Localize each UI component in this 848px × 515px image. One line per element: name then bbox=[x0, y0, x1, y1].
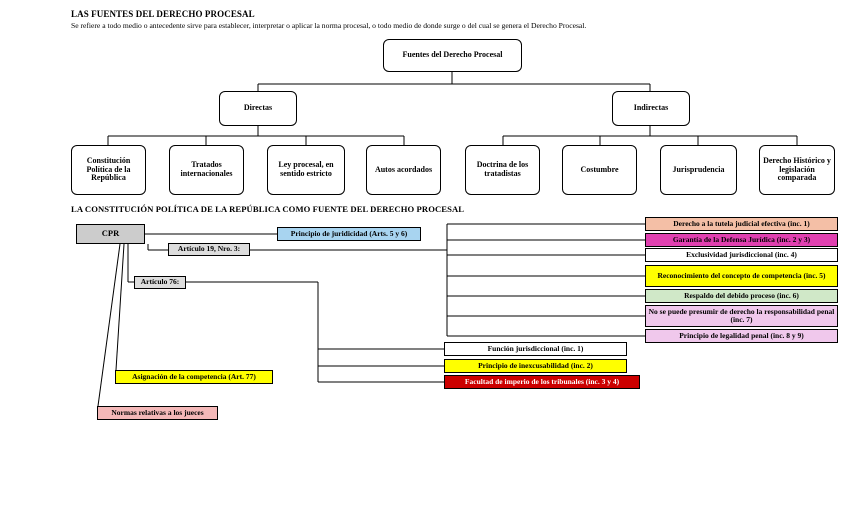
indirectas-node: Indirectas bbox=[612, 91, 690, 126]
art76-box: Artículo 76: bbox=[134, 276, 186, 289]
directas-item: Constitución Política de la República bbox=[71, 145, 146, 195]
directas-node: Directas bbox=[219, 91, 297, 126]
art19-item: Respaldo del debido proceso (inc. 6) bbox=[645, 289, 838, 303]
indirectas-item: Jurisprudencia bbox=[660, 145, 737, 195]
indirectas-item: Costumbre bbox=[562, 145, 637, 195]
directas-item: Autos acordados bbox=[366, 145, 441, 195]
art19-item: Derecho a la tutela judicial efectiva (i… bbox=[645, 217, 838, 231]
page-title: LAS FUENTES DEL DERECHO PROCESAL bbox=[71, 9, 255, 19]
principio-juridicidad-box: Principio de juridicidad (Arts. 5 y 6) bbox=[277, 227, 421, 241]
indirectas-item: Doctrina de los tratadistas bbox=[465, 145, 540, 195]
art19-item: Reconocimiento del concepto de competenc… bbox=[645, 265, 838, 287]
section-title: LA CONSTITUCIÓN POLÍTICA DE LA REPÚBLICA… bbox=[71, 204, 465, 214]
indirectas-item: Derecho Histórico y legislación comparad… bbox=[759, 145, 835, 195]
art19-item: Principio de legalidad penal (inc. 8 y 9… bbox=[645, 329, 838, 343]
directas-item: Tratados internacionales bbox=[169, 145, 244, 195]
art76-item: Facultad de imperio de los tribunales (i… bbox=[444, 375, 640, 389]
art19-item: No se puede presumir de derecho la respo… bbox=[645, 305, 838, 327]
cpr-box: CPR bbox=[76, 224, 145, 244]
art76-item: Función jurisdiccional (inc. 1) bbox=[444, 342, 627, 356]
page-subtitle: Se refiere a todo medio o antecedente si… bbox=[71, 21, 587, 30]
art19-box: Artículo 19, Nro. 3: bbox=[168, 243, 250, 256]
normas-jueces-box: Normas relativas a los jueces bbox=[97, 406, 218, 420]
asignacion-competencia-box: Asignación de la competencia (Art. 77) bbox=[115, 370, 273, 384]
art76-item: Principio de inexcusabilidad (inc. 2) bbox=[444, 359, 627, 373]
directas-item: Ley procesal, en sentido estricto bbox=[267, 145, 345, 195]
root-node: Fuentes del Derecho Procesal bbox=[383, 39, 522, 72]
art19-item: Garantía de la Defensa Jurídica (inc. 2 … bbox=[645, 233, 838, 247]
art19-item: Exclusividad jurisdiccional (inc. 4) bbox=[645, 248, 838, 262]
